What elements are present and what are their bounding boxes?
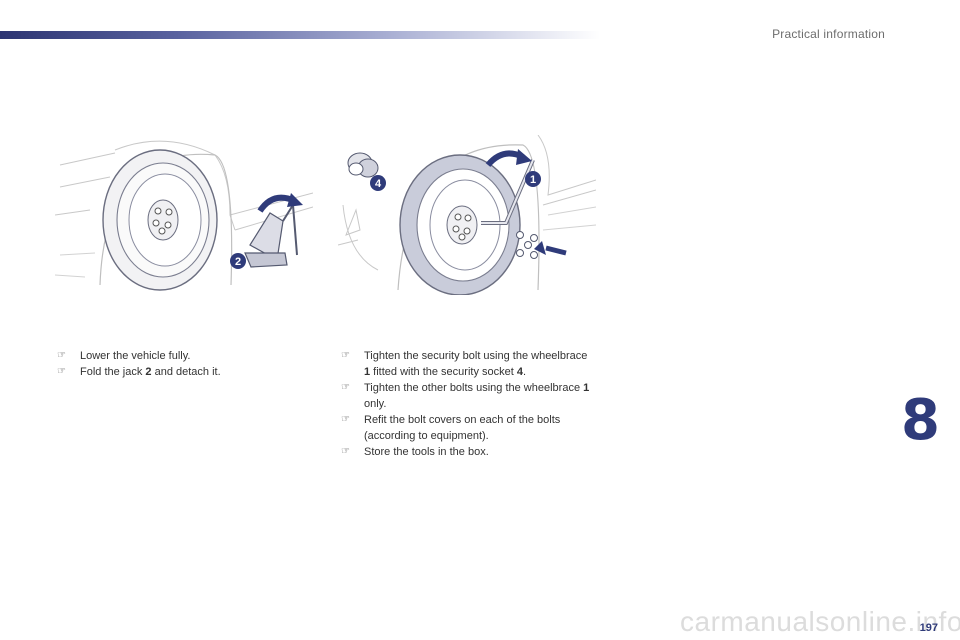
- step-text: Tighten the other bolts using the wheelb…: [364, 382, 584, 394]
- arrow-bullet-icon: ☞: [341, 350, 350, 361]
- step-ref-number: 1: [583, 382, 590, 394]
- svg-text:4: 4: [375, 178, 382, 190]
- left-steps-list: ☞ Lower the vehicle fully. ☞ Fold the ja…: [57, 348, 307, 380]
- arrow-bullet-icon: ☞: [57, 350, 66, 361]
- arrow-bullet-icon: ☞: [57, 366, 66, 377]
- svg-text:1: 1: [530, 174, 536, 186]
- step-text: fitted with the security socket: [370, 366, 517, 378]
- svg-text:2: 2: [235, 256, 241, 268]
- jack-illustration: 2: [55, 135, 313, 295]
- header-gradient-bar: [0, 31, 600, 39]
- arrow-bullet-icon: ☞: [341, 446, 350, 457]
- list-item: ☞ Tighten the security bolt using the wh…: [341, 348, 596, 380]
- list-item: ☞ Fold the jack 2 and detach it.: [57, 364, 307, 380]
- step-text: .: [522, 366, 527, 378]
- arrow-bullet-icon: ☞: [341, 382, 350, 393]
- chapter-number: 8: [901, 388, 940, 453]
- callout-badge-1: 1: [525, 171, 541, 187]
- list-item: ☞ Tighten the other bolts using the whee…: [341, 380, 596, 412]
- step-text: and detach it.: [151, 366, 221, 378]
- callout-badge-2: 2: [230, 253, 246, 269]
- step-text: Tighten the security bolt using the whee…: [364, 350, 588, 362]
- wheelbrace-illustration: 4 1: [338, 135, 596, 295]
- step-text: Store the tools in the box.: [364, 446, 489, 458]
- step-text: Fold the jack: [80, 366, 146, 378]
- list-item: ☞ Refit the bolt covers on each of the b…: [341, 412, 596, 444]
- step-ref-number: 1: [364, 366, 371, 378]
- page-number: 197: [919, 622, 938, 634]
- callout-badge-4: 4: [370, 175, 386, 191]
- section-title: Practical information: [772, 27, 885, 41]
- step-text: Refit the bolt covers on each of the bol…: [364, 414, 561, 442]
- step-ref-number: 4: [516, 366, 523, 378]
- step-ref-number: 2: [145, 366, 152, 378]
- arrow-bullet-icon: ☞: [341, 414, 350, 425]
- watermark: carmanualsonline.info: [680, 606, 960, 637]
- right-steps-list: ☞ Tighten the security bolt using the wh…: [341, 348, 596, 460]
- security-socket: [347, 152, 379, 178]
- step-text: only.: [364, 398, 387, 410]
- list-item: ☞ Store the tools in the box.: [341, 444, 596, 460]
- step-text: Lower the vehicle fully.: [80, 350, 191, 362]
- list-item: ☞ Lower the vehicle fully.: [57, 348, 307, 364]
